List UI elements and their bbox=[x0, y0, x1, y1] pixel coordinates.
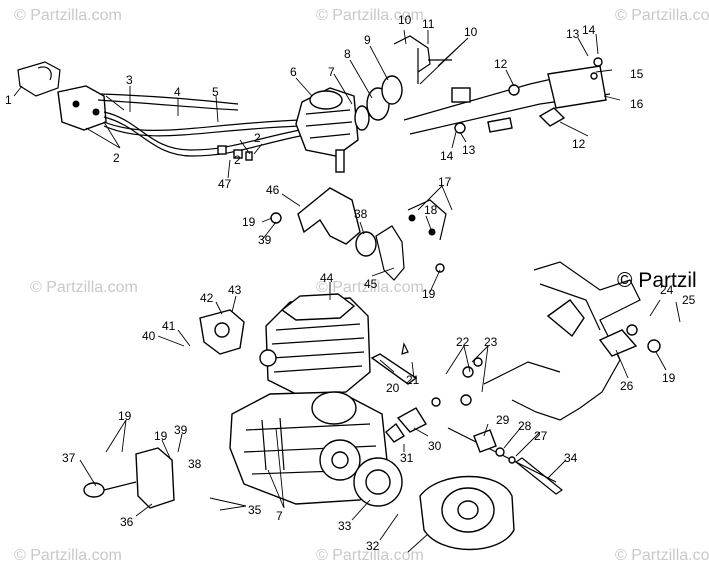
callout-number: 12 bbox=[494, 57, 508, 71]
callout-number: 22 bbox=[456, 335, 470, 349]
callout-number: 24 bbox=[660, 283, 674, 297]
watermark-top-left: © Partzilla.com bbox=[14, 7, 122, 24]
callout-number: 13 bbox=[566, 27, 580, 41]
engine-mount-brackets-drawing bbox=[83, 342, 428, 509]
callout-number: 43 bbox=[228, 283, 242, 297]
callout-number: 2 bbox=[254, 131, 261, 145]
chassis-frame-drawing bbox=[431, 261, 661, 421]
clutch-assembly-drawing bbox=[353, 427, 564, 551]
callout-number: 12 bbox=[572, 137, 586, 151]
callout-number: 20 bbox=[386, 381, 400, 395]
watermark-top-center: © Partzilla.com bbox=[316, 7, 424, 24]
watermark-top-right: © Partzilla.com bbox=[615, 7, 709, 24]
water-pump-housing-drawing bbox=[199, 309, 245, 355]
callout-number: 45 bbox=[364, 277, 378, 291]
callout-number: 30 bbox=[428, 439, 442, 453]
engine-crankcase-drawing bbox=[229, 391, 389, 505]
callout-number: 47 bbox=[218, 177, 232, 191]
callout-number: 33 bbox=[338, 519, 352, 533]
callout-numbers: 1 2 3 4 5 6 7 8 9 10 11 10 12 13 14 15 1… bbox=[5, 13, 696, 553]
callout-number: 2 bbox=[234, 153, 241, 167]
callout-number: 13 bbox=[462, 143, 476, 157]
engine-cylinder-drawing bbox=[259, 293, 371, 397]
callout-number: 36 bbox=[120, 515, 134, 529]
callout-number: 16 bbox=[630, 97, 644, 111]
watermark-layer: © Partzilla.com © Partzilla.com © Partzi… bbox=[14, 7, 709, 564]
callout-number: 2 bbox=[113, 151, 120, 165]
mid-linkage-drawing bbox=[270, 187, 447, 281]
callout-number: 10 bbox=[398, 13, 412, 27]
watermark-bottom-right: © Partzilla.com bbox=[615, 547, 709, 564]
callout-number: 26 bbox=[620, 379, 634, 393]
callout-number: 8 bbox=[344, 47, 351, 61]
callout-number: 19 bbox=[242, 215, 256, 229]
callout-number: 46 bbox=[266, 183, 280, 197]
callout-number: 7 bbox=[276, 509, 283, 523]
callout-number: 5 bbox=[212, 85, 219, 99]
callout-number: 19 bbox=[154, 429, 168, 443]
watermark-bottom-left: © Partzilla.com bbox=[14, 547, 122, 564]
crossover-linkage-drawing bbox=[393, 35, 611, 135]
callout-number: 15 bbox=[630, 67, 644, 81]
callout-number: 38 bbox=[188, 457, 202, 471]
callout-number: 14 bbox=[582, 23, 596, 37]
leader-lines bbox=[13, 29, 681, 553]
brand-partial-text: © Partzil bbox=[617, 269, 697, 292]
callout-number: 39 bbox=[174, 423, 188, 437]
callout-number: 34 bbox=[564, 451, 578, 465]
callout-number: 38 bbox=[354, 207, 368, 221]
callout-number: 39 bbox=[258, 233, 272, 247]
callout-number: 19 bbox=[662, 371, 676, 385]
throttle-block-drawing bbox=[17, 61, 239, 131]
callout-number: 10 bbox=[464, 25, 478, 39]
callout-number: 3 bbox=[126, 73, 133, 87]
callout-number: 41 bbox=[162, 319, 176, 333]
callout-number: 42 bbox=[200, 291, 214, 305]
callout-number: 17 bbox=[438, 175, 452, 189]
callout-number: 44 bbox=[320, 271, 334, 285]
callout-number: 29 bbox=[496, 413, 510, 427]
callout-number: 37 bbox=[62, 451, 76, 465]
callout-number: 27 bbox=[534, 429, 548, 443]
watermark-middle-center: © Partzilla.com bbox=[316, 279, 424, 296]
callout-number: 11 bbox=[422, 17, 435, 31]
callout-number: 28 bbox=[518, 419, 532, 433]
callout-number: 21 bbox=[406, 373, 420, 387]
callout-number: 19 bbox=[422, 287, 436, 301]
callout-number: 35 bbox=[248, 503, 262, 517]
callout-number: 23 bbox=[484, 335, 498, 349]
carburetor-drawing bbox=[295, 75, 403, 173]
watermark-bottom-center: © Partzilla.com bbox=[316, 547, 424, 564]
throttle-cable-drawing bbox=[103, 111, 301, 161]
callout-number: 40 bbox=[142, 329, 156, 343]
callout-number: 9 bbox=[364, 33, 371, 47]
callout-number: 7 bbox=[328, 65, 335, 79]
watermark-middle-left: © Partzilla.com bbox=[30, 279, 138, 296]
callout-number: 1 bbox=[5, 93, 12, 107]
callout-number: 32 bbox=[366, 539, 380, 553]
callout-number: 14 bbox=[440, 149, 454, 163]
callout-number: 19 bbox=[118, 409, 132, 423]
callout-number: 6 bbox=[290, 65, 297, 79]
callout-number: 25 bbox=[682, 293, 696, 307]
callout-number: 4 bbox=[174, 85, 181, 99]
callout-number: 18 bbox=[424, 203, 438, 217]
callout-number: 31 bbox=[400, 451, 414, 465]
